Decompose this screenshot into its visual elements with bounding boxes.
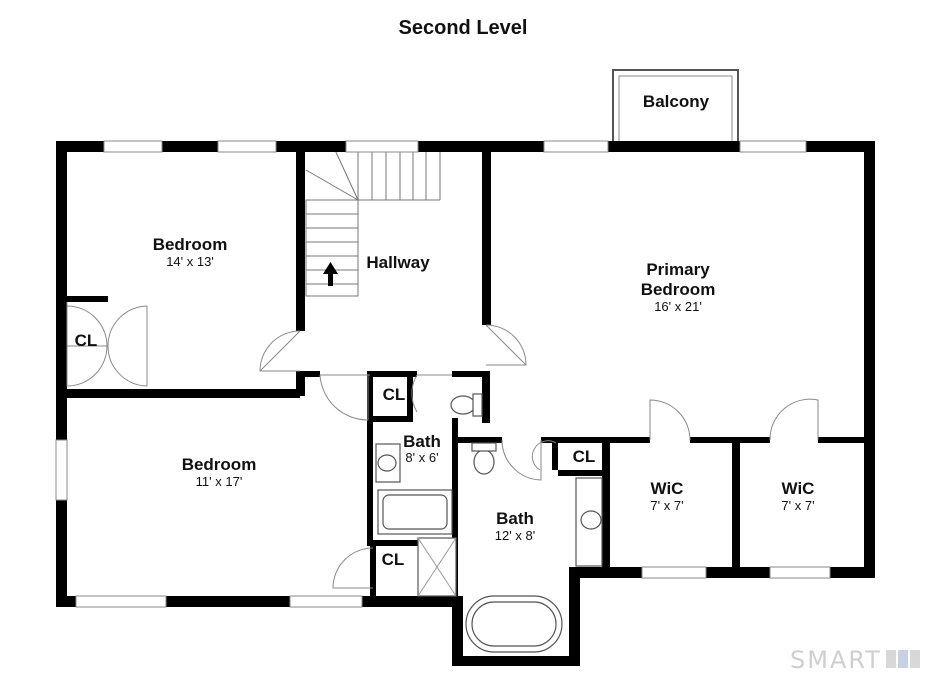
room-closet-hall: CL: [383, 385, 406, 404]
room-bath-small: Bath 8' x 6': [403, 432, 441, 465]
smart-mls-logo: SMART: [790, 646, 920, 674]
bathtub-small-bath: [377, 489, 453, 535]
toilet-large-bath: [471, 442, 497, 475]
doors: [66, 302, 819, 589]
vanity-large-bath: [575, 477, 603, 567]
room-name: Hallway: [366, 253, 430, 272]
shower: [417, 537, 457, 597]
room-name: Bedroom: [153, 235, 228, 254]
room-size: 8' x 6': [405, 450, 438, 465]
room-wic-right: WiC 7' x 7': [781, 479, 814, 513]
freestanding-tub: [465, 595, 563, 653]
room-name: CL: [382, 550, 405, 569]
interior-walls: [60, 141, 868, 608]
exterior-walls: [56, 141, 875, 666]
room-name: CL: [573, 447, 596, 466]
room-name: Balcony: [643, 92, 710, 111]
plan-title: Second Level: [399, 17, 528, 39]
room-size: 12' x 8': [495, 528, 535, 543]
room-size: 11' x 17': [196, 474, 243, 489]
room-name: Bedroom: [182, 455, 257, 474]
room-closet-west: CL: [75, 331, 98, 350]
room-bedroom-sw: Bedroom 11' x 17': [182, 455, 257, 489]
room-name: Bath: [496, 509, 534, 528]
room-name: WiC: [651, 479, 684, 498]
room-hallway: Hallway: [366, 253, 430, 272]
room-name-line1: Primary: [646, 260, 710, 279]
room-name: WiC: [782, 479, 815, 498]
room-bath-large: Bath 12' x 8': [495, 509, 535, 543]
logo-text: SMART: [790, 646, 882, 674]
room-name: CL: [383, 385, 406, 404]
room-wic-left: WiC 7' x 7': [650, 479, 683, 513]
stair-direction-arrow-icon: [323, 262, 338, 286]
room-closet-primary: CL: [573, 447, 596, 466]
toilet-hall: [450, 393, 483, 417]
room-name: CL: [75, 331, 98, 350]
room-size: 16' x 21': [654, 299, 702, 314]
vanity-small-bath: [375, 443, 401, 483]
room-primary-bedroom: Primary Bedroom 16' x 21': [641, 260, 716, 314]
windows: [55, 140, 831, 608]
room-size: 7' x 7': [781, 498, 814, 513]
room-closet-south: CL: [382, 550, 405, 569]
room-size: 14' x 13': [166, 254, 214, 269]
staircase: [305, 149, 441, 297]
room-balcony: Balcony: [643, 92, 710, 111]
room-bedroom-nw: Bedroom 14' x 13': [153, 235, 228, 269]
room-name-line2: Bedroom: [641, 280, 716, 299]
room-name: Bath: [403, 432, 441, 451]
room-size: 7' x 7': [650, 498, 683, 513]
